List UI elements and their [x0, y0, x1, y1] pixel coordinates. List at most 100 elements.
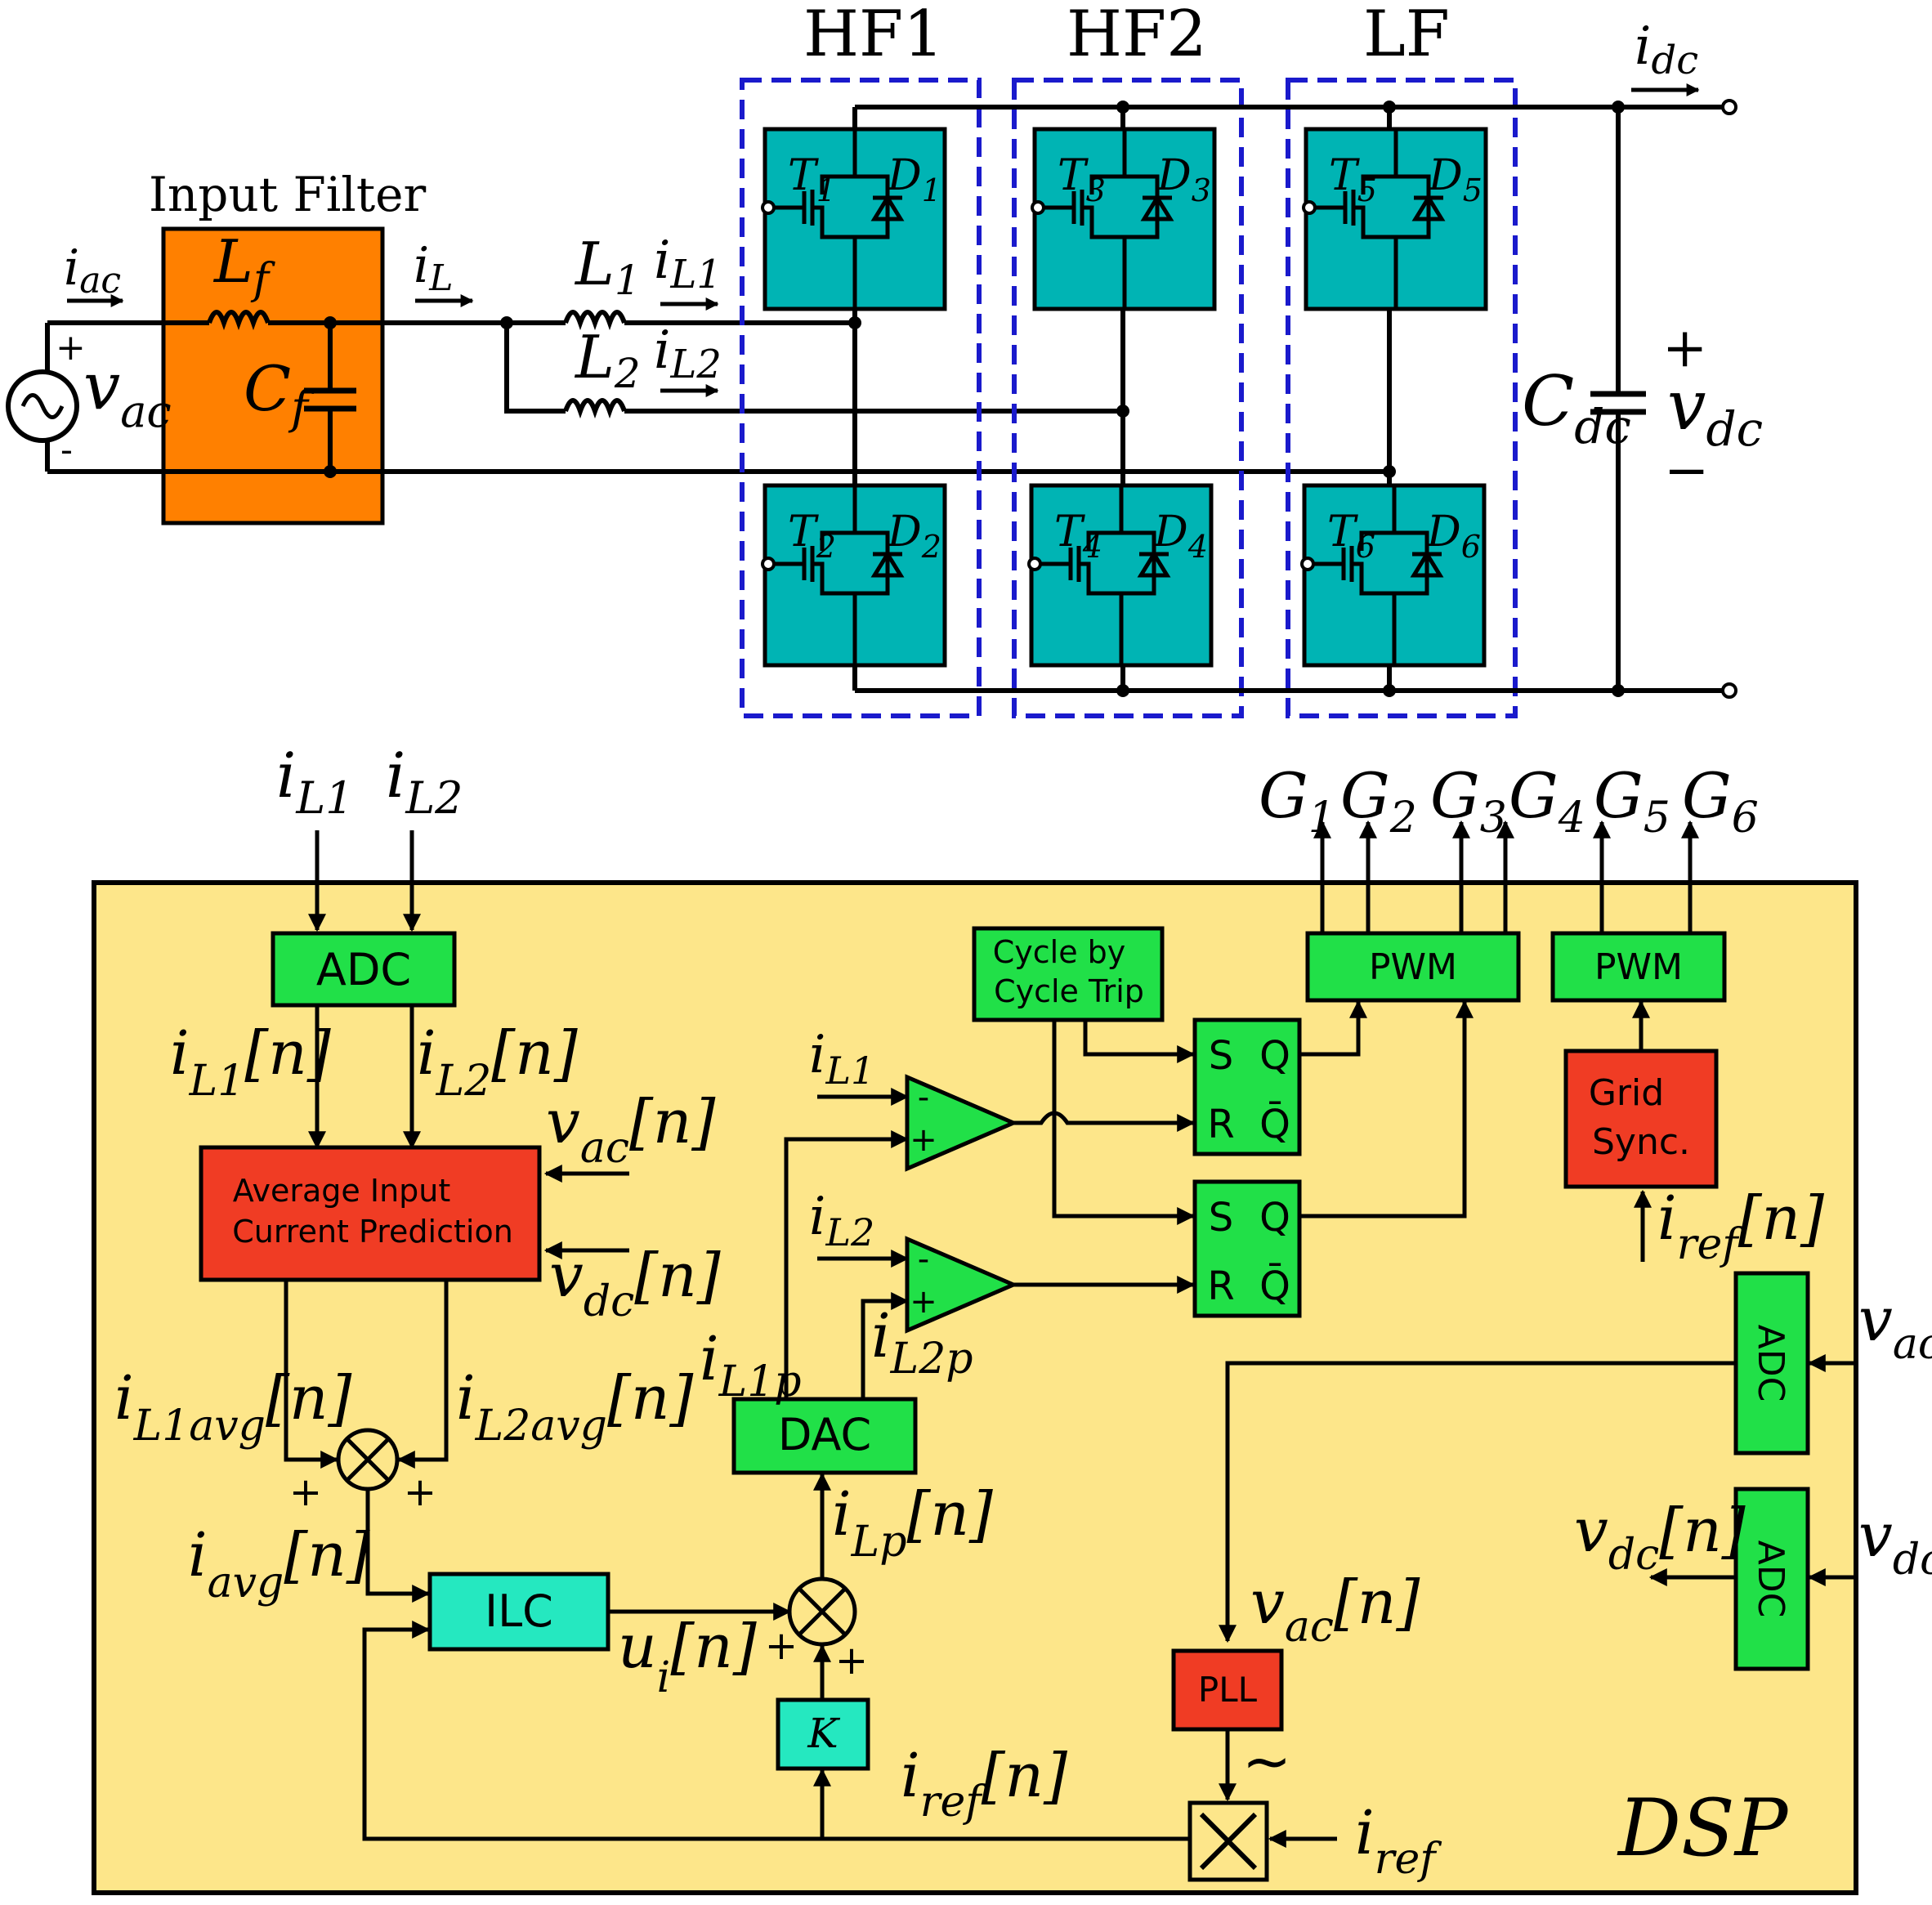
sr1-qbar: Q̄ — [1259, 1101, 1290, 1147]
leg-lf-frame — [1286, 78, 1518, 718]
label-il1n: iL1[n] — [170, 1018, 331, 1106]
k-block — [776, 1697, 870, 1771]
avg-current-prediction-block — [199, 1145, 542, 1282]
sum1-plus-right: + — [404, 1469, 436, 1515]
label-diode-6: D6 — [1426, 508, 1481, 565]
label-il2avg: iL2avg[n] — [456, 1363, 693, 1451]
label-gate-3: G3 — [1430, 759, 1507, 843]
label-irefn: iref[n] — [901, 1741, 1067, 1827]
control-blocks — [199, 926, 1810, 1882]
label-in-il2: iL2 — [386, 739, 463, 824]
label-diode-4: D4 — [1153, 508, 1208, 565]
label-il2p: iL2p — [871, 1301, 973, 1384]
label-i-dc: idc — [1635, 16, 1698, 83]
label-il2n: iL2[n] — [417, 1018, 578, 1106]
k-label: K — [807, 1710, 840, 1757]
label-i-ac: iac — [64, 239, 121, 302]
label-hf1: HF1 — [803, 0, 944, 71]
pll-tilde: ~ — [1242, 1727, 1291, 1795]
label-gate-4: G4 — [1509, 759, 1585, 843]
label-ui: ui[n] — [618, 1612, 757, 1702]
label-il1p: iL1p — [700, 1324, 802, 1406]
label-cmp-il1: iL1 — [809, 1025, 874, 1093]
label-diode-2: D2 — [887, 508, 941, 565]
ilc-label: ILC — [485, 1585, 553, 1637]
avg-pred-line2: Current Prediction — [232, 1214, 513, 1250]
label-iref-grid: iref[n] — [1657, 1183, 1824, 1269]
label-vac-minus: - — [60, 429, 73, 471]
ilc-block — [427, 1572, 610, 1652]
summing-junction-1 — [336, 1428, 400, 1491]
dsp-board — [92, 880, 1858, 1895]
grid-sync-line1: Grid — [1589, 1072, 1664, 1114]
label-lf: LF — [1363, 0, 1450, 71]
comp2-minus: - — [918, 1241, 929, 1278]
label-i-l2: iL2 — [654, 320, 722, 387]
label-diode-5: D5 — [1428, 151, 1483, 208]
label-vac-plus: + — [56, 327, 86, 369]
label-l1: L1 — [574, 230, 641, 304]
label-vacn: vac[n] — [546, 1087, 715, 1173]
label-hf2: HF2 — [1067, 0, 1207, 71]
leg-hf2-frame — [1012, 78, 1244, 718]
sr-latch-2 — [1192, 1179, 1302, 1318]
sr2-r: R — [1207, 1263, 1234, 1309]
control-wires — [284, 820, 1854, 1848]
label-in-il1: iL1 — [276, 739, 354, 824]
comp1-plus: + — [910, 1121, 937, 1159]
pll-label: PLL — [1198, 1670, 1258, 1710]
adc-label-vac: ADC — [1750, 1325, 1791, 1402]
label-cmp-il2: iL2 — [809, 1187, 874, 1254]
sr1-s: S — [1209, 1033, 1233, 1079]
dac-block — [731, 1397, 918, 1475]
comp2-plus: + — [910, 1283, 937, 1321]
pll-block — [1171, 1648, 1284, 1732]
label-gate-6: G6 — [1682, 759, 1759, 843]
label-vdc-plus: + — [1662, 316, 1707, 379]
adc-label-vdc: ADC — [1750, 1541, 1791, 1618]
switch-module-1: T1 D1 — [761, 127, 947, 311]
sr-latch-1 — [1192, 1017, 1302, 1156]
dc-terminal-negative — [1721, 682, 1737, 699]
label-c-dc: Cdc — [1522, 361, 1631, 454]
label-transistor-5: T5 — [1329, 151, 1377, 208]
capacitor-cdc — [1590, 391, 1646, 415]
grid-sync-block — [1563, 1049, 1719, 1189]
label-v-ac: vac — [83, 348, 172, 437]
label-v-dc: vdc — [1667, 365, 1763, 457]
pwm-label-1: PWM — [1369, 946, 1457, 988]
label-l2: L2 — [574, 323, 641, 397]
pwm-block-1 — [1305, 931, 1521, 1003]
label-gate-5: G5 — [1594, 759, 1670, 843]
label-transistor-1: T1 — [788, 151, 836, 208]
sr1-r: R — [1207, 1102, 1234, 1147]
switch-module-3: T3 D3 — [1031, 127, 1217, 311]
label-dsp: DSP — [1617, 1782, 1789, 1874]
label-l-f: Lf — [212, 227, 275, 304]
sr2-qbar: Q̄ — [1259, 1263, 1290, 1309]
pwm-label-2: PWM — [1594, 946, 1683, 988]
adc-label-currents: ADC — [316, 944, 411, 995]
label-ilp: iLp[n] — [832, 1479, 993, 1567]
label-diode-3: D3 — [1156, 151, 1211, 208]
dac-label: DAC — [778, 1409, 871, 1460]
adc-block-vac — [1733, 1271, 1810, 1456]
adc-block-currents — [271, 931, 457, 1008]
dc-terminal-positive — [1721, 99, 1737, 115]
avg-pred-line1: Average Input — [233, 1173, 451, 1209]
comp1-minus: - — [918, 1079, 929, 1116]
inductor-lf — [207, 310, 271, 331]
sum2-plus-left: + — [765, 1623, 798, 1669]
sr1-q: Q — [1259, 1033, 1290, 1079]
label-transistor-3: T3 — [1058, 151, 1106, 208]
cycle-trip-line2: Cycle Trip — [994, 973, 1144, 1009]
label-vdc-minus: − — [1664, 439, 1709, 502]
inductor-l2 — [563, 398, 627, 419]
cycle-trip-line1: Cycle by — [993, 934, 1126, 970]
capacitor-cf — [304, 387, 356, 412]
label-il1avg: iL1avg[n] — [114, 1363, 351, 1451]
label-diode-1: D1 — [887, 151, 941, 208]
